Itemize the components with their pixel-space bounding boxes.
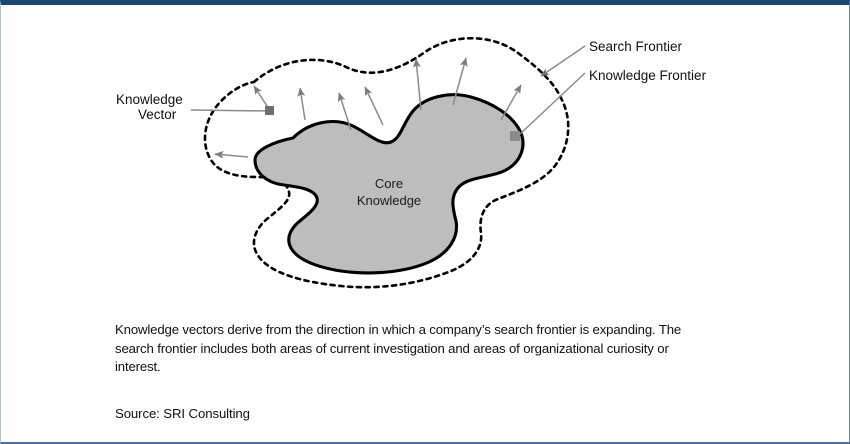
knowledge-vector-arrows xyxy=(214,57,522,159)
knowledge-vector-marker xyxy=(265,106,274,115)
caption-source: Source: SRI Consulting xyxy=(115,405,250,421)
knowledge-vector-leader xyxy=(190,106,274,115)
knowledge-vector-label-line1: Knowledge xyxy=(116,92,183,107)
caption-body: Knowledge vectors derive from the direct… xyxy=(115,322,682,374)
knowledge-frontier-leader xyxy=(510,72,586,141)
knowledge-vector-label-line2: Vector xyxy=(138,107,177,122)
core-knowledge-label-line1: Core xyxy=(375,176,403,191)
search-frontier-label: Search Frontier xyxy=(589,39,683,54)
core-knowledge-label-line2: Knowledge xyxy=(357,193,421,208)
core-knowledge-shape xyxy=(253,93,525,275)
search-frontier-leader xyxy=(540,45,586,77)
caption-block: Knowledge vectors derive from the direct… xyxy=(115,321,715,423)
knowledge-frontier-diagram: Knowledge Vector Search Frontier Knowled… xyxy=(116,36,707,289)
search-frontier-outline xyxy=(203,36,570,289)
knowledge-frontier-label: Knowledge Frontier xyxy=(589,68,707,83)
knowledge-frontier-marker xyxy=(510,131,520,141)
